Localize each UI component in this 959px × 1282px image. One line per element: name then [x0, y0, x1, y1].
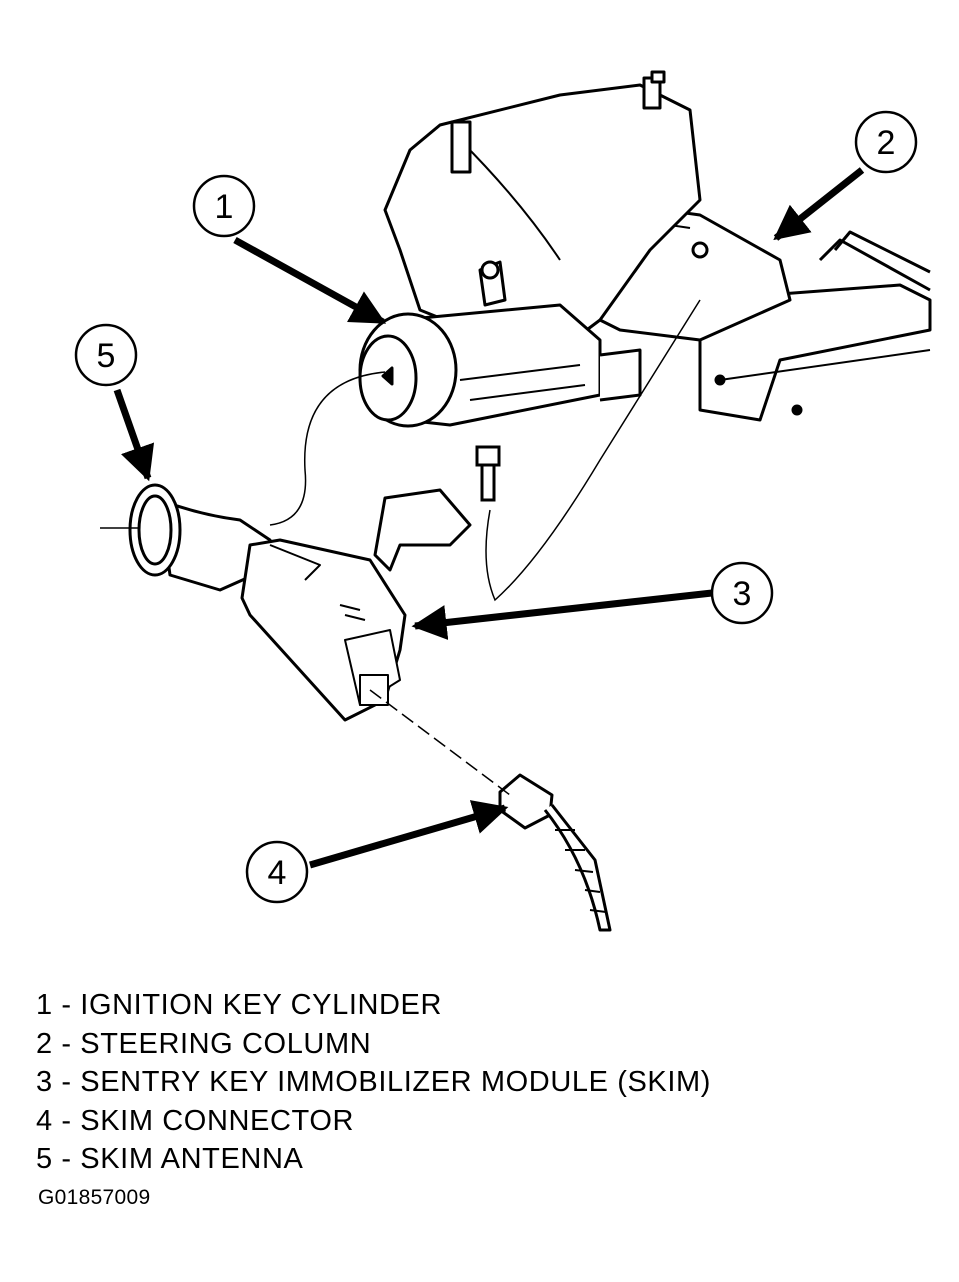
callout-arrow-5	[113, 388, 155, 482]
callout-arrow-3	[411, 589, 713, 640]
legend-item-steering-column: 2 - STEERING COLUMN	[36, 1027, 372, 1060]
callout-arrows	[113, 167, 865, 869]
skim-antenna-drawing	[100, 483, 272, 592]
skim-module-drawing	[240, 488, 472, 722]
legend-item-ignition-key-cylinder: 1 - IGNITION KEY CYLINDER	[36, 989, 443, 1021]
column-housing-drawing	[383, 70, 702, 352]
mounting-screw-drawing	[475, 445, 501, 502]
callout-number-3: 3	[733, 575, 752, 613]
legend-item-skim-module: 3 - SENTRY KEY IMMOBILIZER MODULE (SKIM)	[36, 1066, 712, 1098]
figure-id: G01857009	[38, 1186, 151, 1209]
callout-arrow-2	[773, 167, 865, 241]
assembly-lines	[269, 299, 701, 796]
skim-connector-drawing	[498, 773, 612, 932]
callout-2: 2	[854, 110, 918, 174]
parts-legend: 1 - IGNITION KEY CYLINDER 2 - STEERING C…	[36, 986, 711, 1179]
callout-number-5: 5	[97, 337, 116, 375]
callout-number-1: 1	[215, 188, 234, 226]
callout-3: 3	[710, 561, 774, 625]
callout-number-2: 2	[877, 124, 896, 162]
exploded-view-drawing: 1 2 3 4 5	[74, 70, 932, 932]
legend-item-skim-connector: 4 - SKIM CONNECTOR	[36, 1104, 355, 1137]
callout-4: 4	[245, 840, 309, 904]
callout-arrow-4	[309, 800, 509, 869]
callout-5: 5	[74, 323, 138, 387]
callout-1: 1	[192, 174, 256, 238]
callout-number-4: 4	[268, 854, 287, 892]
legend-item-skim-antenna: 5 - SKIM ANTENNA	[36, 1143, 304, 1175]
ignition-key-cylinder-drawing	[358, 303, 642, 428]
callout-arrow-1	[233, 236, 387, 326]
